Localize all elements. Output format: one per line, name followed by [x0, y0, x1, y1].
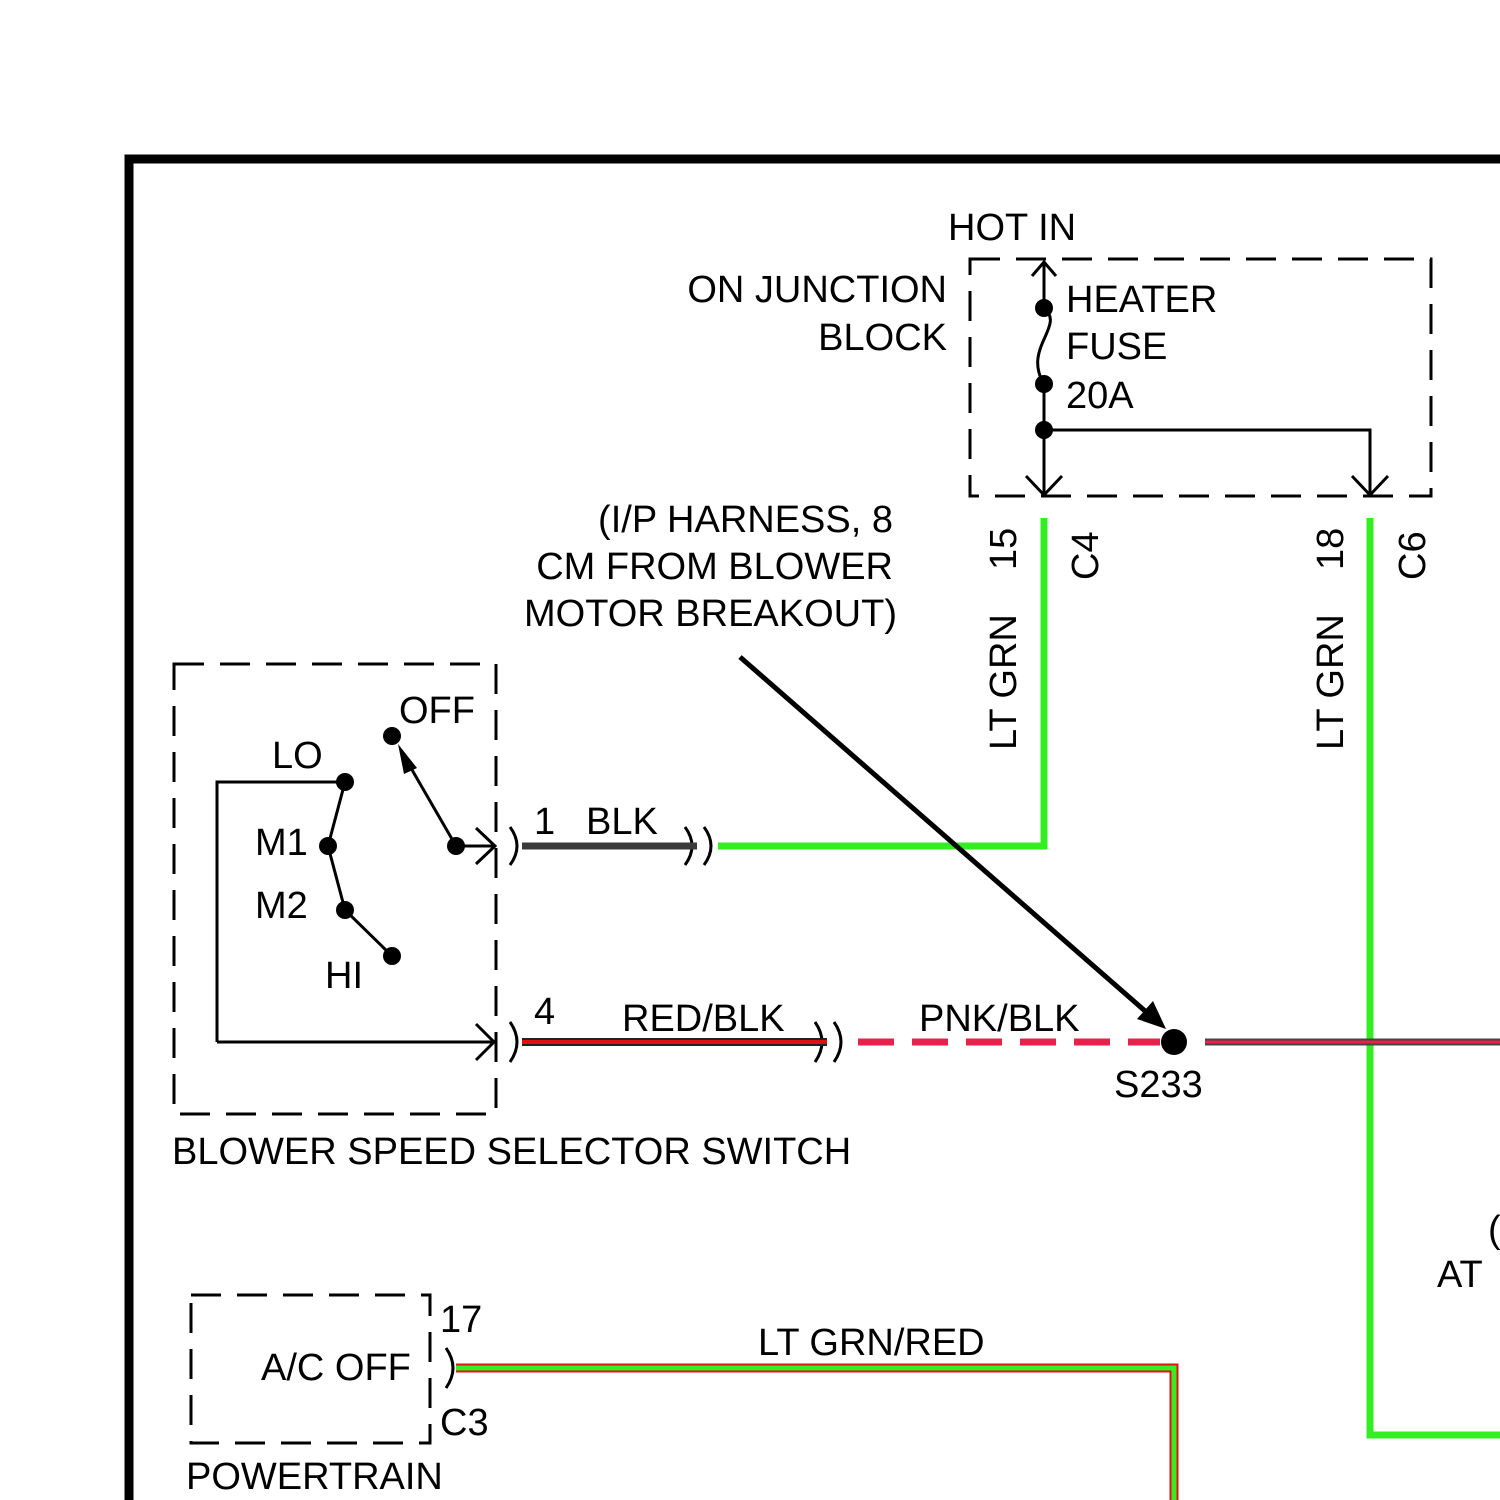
pin-4-label: 4	[534, 991, 555, 1033]
switch-off-label: OFF	[399, 690, 475, 732]
wire-color-lt-grn-red: LT GRN/RED	[758, 1322, 985, 1364]
leader-arrow	[740, 657, 1152, 1017]
harness-note-2: CM FROM BLOWER	[536, 546, 893, 588]
harness-note-1: (I/P HARNESS, 8	[598, 499, 893, 541]
cut-paren: (	[1488, 1209, 1500, 1251]
ac-off-label: A/C OFF	[261, 1347, 411, 1389]
connector-pin-17	[446, 1348, 453, 1388]
wire-color-red-blk: RED/BLK	[622, 998, 785, 1040]
connector-c3-label: C3	[440, 1402, 489, 1444]
switch-m1-label: M1	[255, 822, 308, 864]
wire-color-lt-grn-left: LT GRN	[983, 614, 1025, 750]
pin-15-label: 15	[983, 528, 1025, 570]
switch-lo-label: LO	[272, 735, 323, 777]
wire-lt-grn-c6	[1370, 518, 1500, 1435]
switch-hi-label: HI	[325, 955, 363, 997]
switch-m2-label: M2	[255, 885, 308, 927]
pin-17-label: 17	[440, 1299, 482, 1341]
outer-frame	[129, 159, 1500, 1500]
powertrain-title: POWERTRAIN	[186, 1456, 443, 1498]
fuse-label-1: HEATER	[1066, 279, 1217, 321]
fuse-rating: 20A	[1066, 375, 1134, 417]
pin-18-label: 18	[1310, 528, 1352, 570]
wire-lt-grn-red-inner	[456, 1368, 1174, 1500]
connector-c6-label: C6	[1392, 531, 1434, 580]
junction-block-label-2: BLOCK	[818, 317, 947, 359]
wire-color-pnk-blk: PNK/BLK	[919, 998, 1080, 1040]
junction-block-label-1: ON JUNCTION	[687, 269, 947, 311]
splice-s233	[1161, 1029, 1187, 1055]
blower-switch-title: BLOWER SPEED SELECTOR SWITCH	[172, 1131, 851, 1173]
wire-color-blk: BLK	[586, 801, 658, 843]
splice-s233-label: S233	[1114, 1064, 1203, 1106]
cut-at: AT	[1437, 1254, 1483, 1296]
fuse-label-2: FUSE	[1066, 326, 1167, 368]
pin-1-label: 1	[534, 801, 555, 843]
connector-c4-label: C4	[1065, 531, 1107, 580]
hot-in-label: HOT IN	[948, 207, 1076, 249]
harness-note-3: MOTOR BREAKOUT)	[524, 593, 897, 635]
wire-color-lt-grn-right: LT GRN	[1310, 614, 1352, 750]
wire-lt-grn-red-outer	[456, 1368, 1174, 1500]
